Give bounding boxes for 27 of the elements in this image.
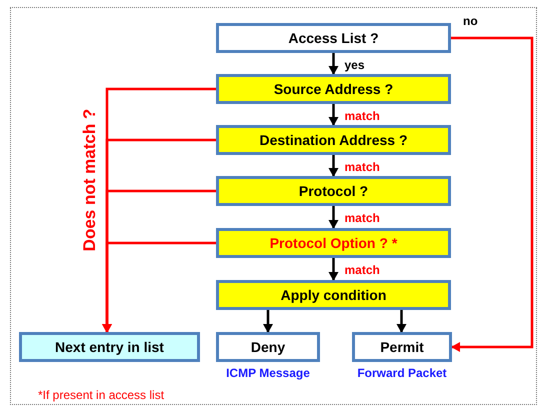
flow-arrow bbox=[328, 155, 338, 177]
flow-arrow bbox=[263, 310, 273, 333]
flow-arrow bbox=[396, 310, 406, 333]
vertical-label: Does not match ? bbox=[80, 108, 100, 252]
decision-box: Protocol ? bbox=[216, 176, 451, 206]
flow-arrow bbox=[328, 104, 338, 126]
branch-arrow bbox=[451, 36, 534, 352]
flow-arrow bbox=[328, 53, 338, 75]
flow-arrow bbox=[328, 206, 338, 229]
result-caption: ICMP Message bbox=[225, 366, 311, 380]
decision-box: Destination Address ? bbox=[216, 125, 451, 155]
decision-box: Source Address ? bbox=[216, 74, 451, 104]
footnote: *If present in access list bbox=[38, 388, 164, 402]
flow-arrow bbox=[328, 258, 338, 281]
decision-box: Access List ? bbox=[216, 23, 451, 53]
result-caption: Forward Packet bbox=[356, 366, 448, 380]
decision-box: Protocol Option ? * bbox=[216, 228, 451, 258]
edge-label: match bbox=[344, 263, 381, 277]
result-box: Permit bbox=[352, 332, 452, 362]
edge-label: match bbox=[344, 160, 381, 174]
result-box: Deny bbox=[216, 332, 320, 362]
branch-arrow bbox=[102, 242, 216, 333]
process-box: Next entry in list bbox=[19, 332, 200, 362]
edge-label: no bbox=[462, 14, 479, 28]
edge-label: match bbox=[344, 211, 381, 225]
decision-box: Apply condition bbox=[216, 280, 451, 310]
edge-label: match bbox=[344, 108, 381, 122]
